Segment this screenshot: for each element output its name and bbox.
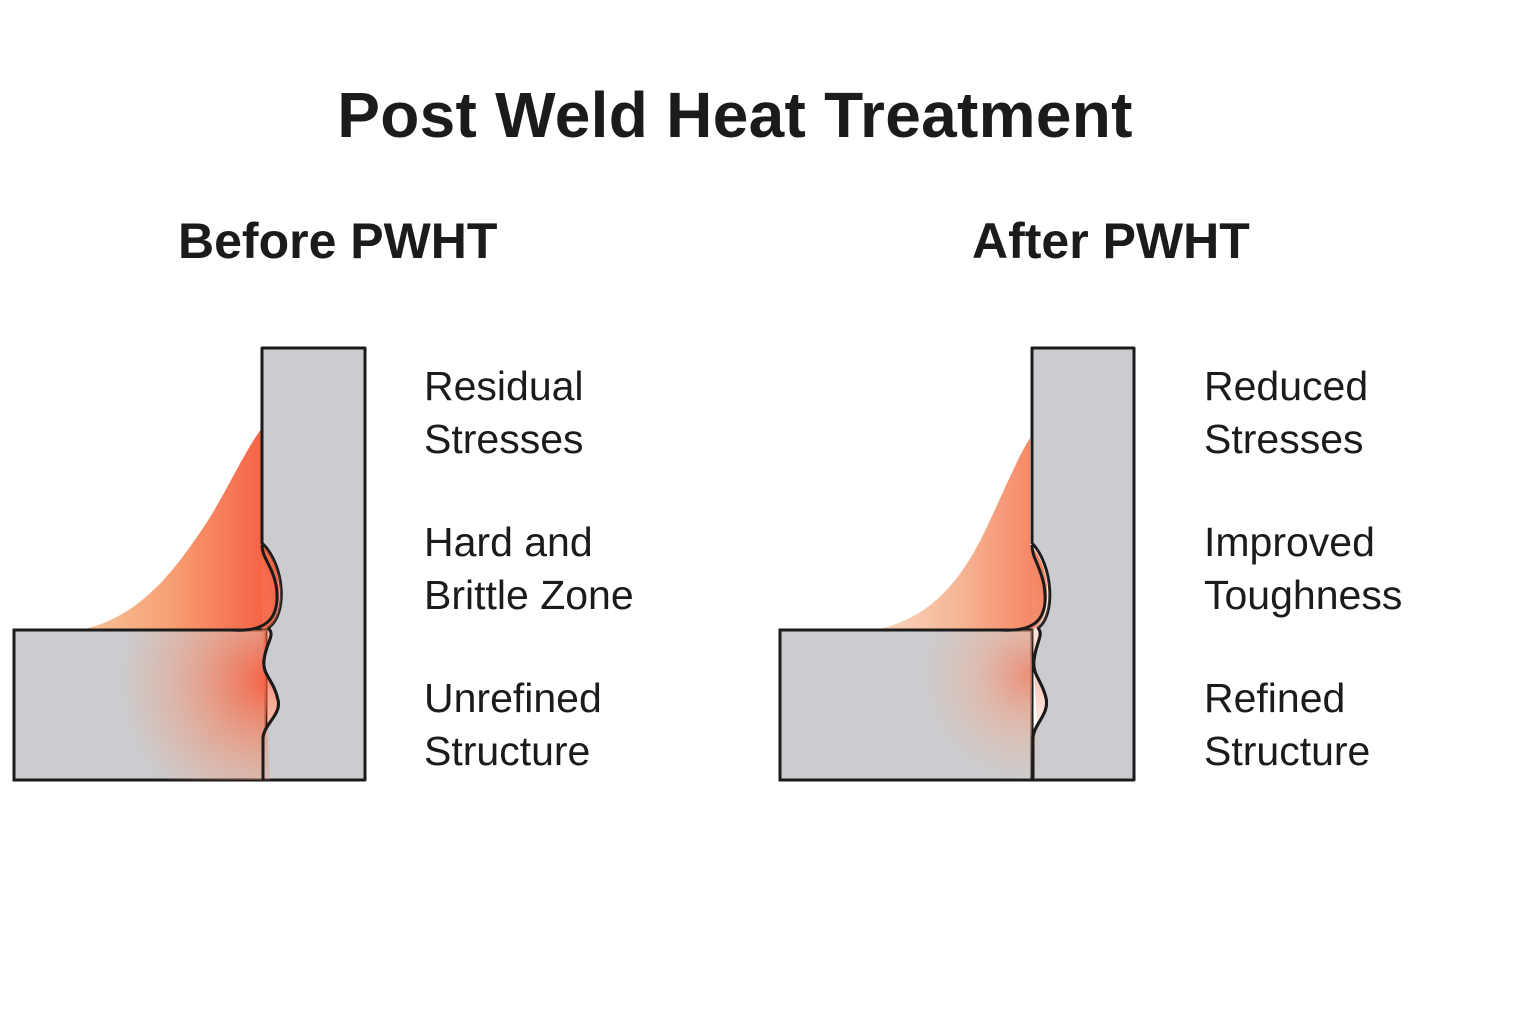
- vertical-plate: [260, 346, 367, 782]
- label-hard-brittle-zone: Hard and Brittle Zone: [424, 519, 634, 618]
- page-title: Post Weld Heat Treatment: [337, 79, 1133, 151]
- after-labels: Reduced Stresses Improved Toughness Refi…: [1204, 360, 1524, 828]
- label-improved-toughness: Improved Toughness: [1204, 519, 1403, 618]
- before-labels: Residual Stresses Hard and Brittle Zone …: [424, 360, 744, 828]
- before-panel-title: Before PWHT: [178, 213, 498, 269]
- after-weld-diagram: [778, 346, 1136, 782]
- label-residual-stresses: Residual Stresses: [424, 363, 584, 462]
- after-panel-title: After PWHT: [972, 213, 1250, 269]
- label-unrefined-structure: Unrefined Structure: [424, 675, 602, 774]
- heat-affected-zone: [780, 630, 1032, 780]
- weld-bead: [80, 428, 280, 630]
- label-reduced-stresses: Reduced Stresses: [1204, 363, 1369, 462]
- vertical-plate: [1030, 346, 1136, 782]
- heat-affected-zone: [14, 630, 266, 780]
- weld-bead: [873, 438, 1048, 630]
- before-weld-diagram: [12, 346, 367, 782]
- label-refined-structure: Refined Structure: [1204, 675, 1371, 774]
